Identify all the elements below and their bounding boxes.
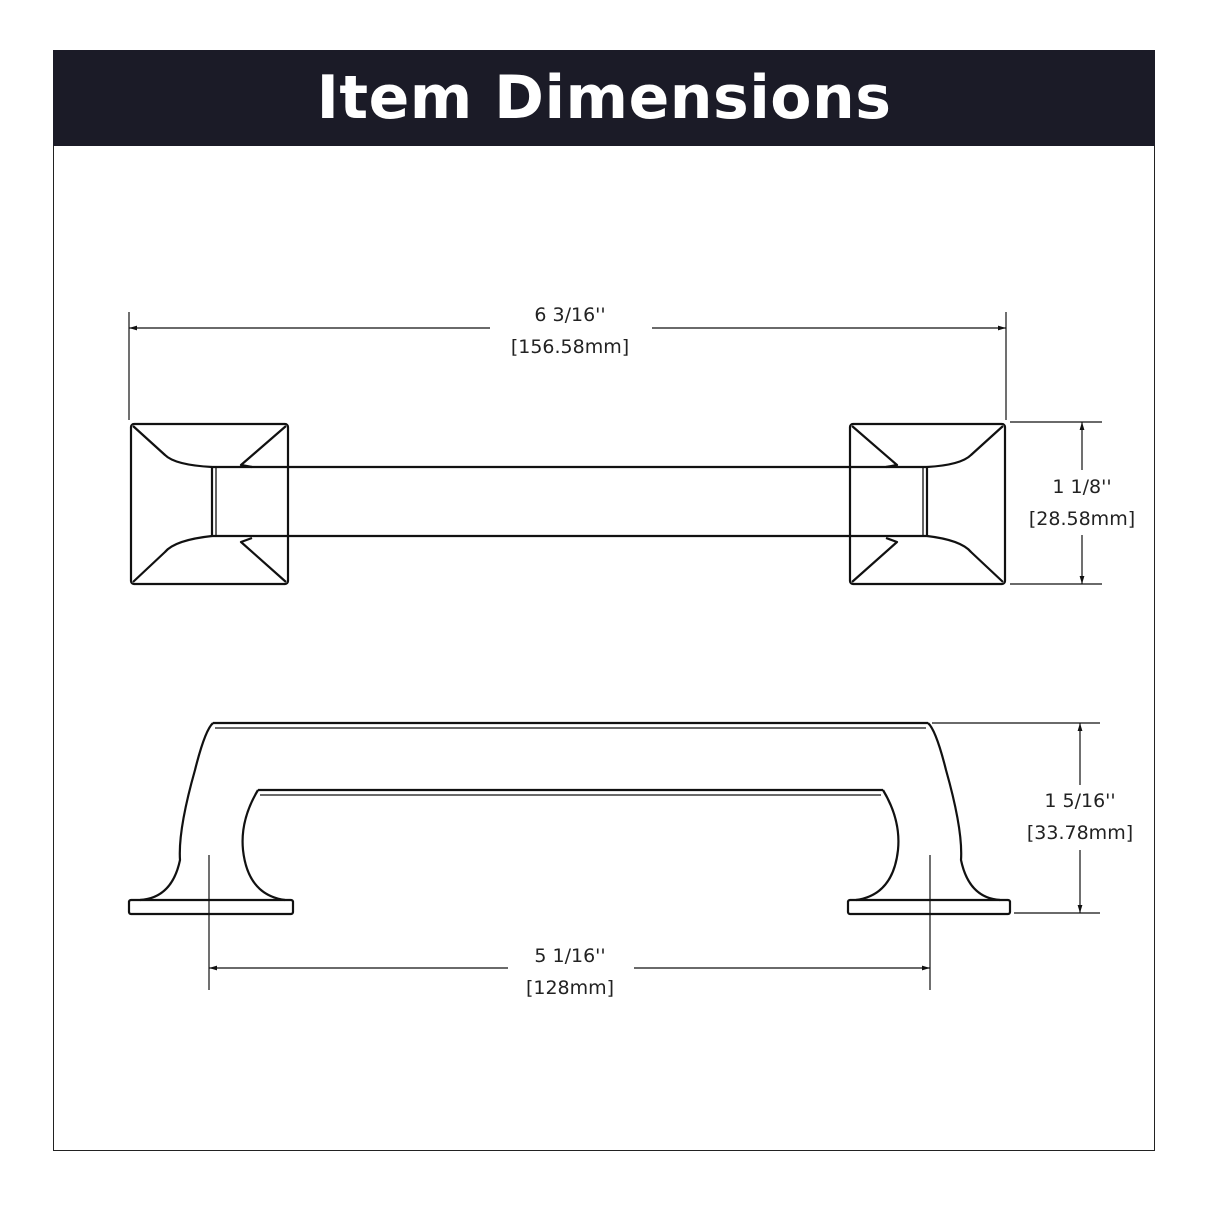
handle-side-view <box>127 721 1012 916</box>
projection-dimension: 1 5/16'' [33.78mm] <box>932 722 1133 914</box>
projection-metric: [33.78mm] <box>1027 822 1133 844</box>
handle-top-view <box>129 422 1007 586</box>
header-banner: Item Dimensions <box>53 50 1155 146</box>
width-imperial: 1 1/8'' <box>1052 476 1111 498</box>
overall-length-metric: [156.58mm] <box>511 336 629 358</box>
center-to-center-imperial: 5 1/16'' <box>534 945 605 967</box>
page-title: Item Dimensions <box>316 63 892 133</box>
overall-length-dimension: 6 3/16'' [156.58mm] <box>128 304 1007 420</box>
projection-imperial: 1 5/16'' <box>1044 790 1115 812</box>
width-dimension: 1 1/8'' [28.58mm] <box>1010 421 1135 585</box>
overall-length-imperial: 6 3/16'' <box>534 304 605 326</box>
width-metric: [28.58mm] <box>1029 508 1135 530</box>
center-to-center-dimension: 5 1/16'' [128mm] <box>208 855 931 999</box>
center-to-center-metric: [128mm] <box>526 977 614 999</box>
